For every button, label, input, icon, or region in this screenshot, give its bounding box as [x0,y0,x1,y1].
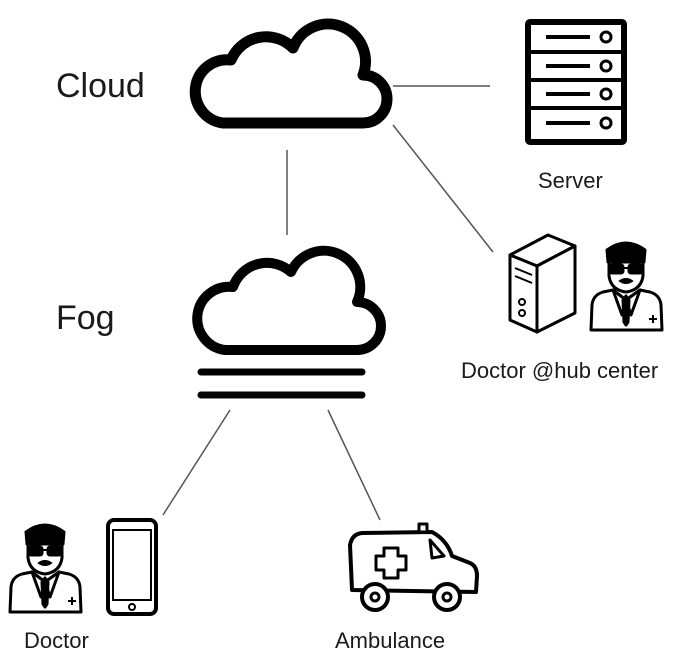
cloud-label: Cloud [56,67,145,105]
fog-label: Fog [56,299,115,337]
connectors [162,85,494,521]
server-label: Server [538,168,603,193]
connector-fog-ambulance [327,409,381,521]
cloud-icon [189,18,393,129]
server-rack-icon [525,19,627,145]
connector-cloud-hub [392,124,494,253]
ambulance-label: Ambulance [335,628,446,653]
doctor-label: Doctor [24,628,89,653]
smartphone-icon [106,518,158,616]
ambulance-icon [348,522,479,612]
desktop-tower-icon [508,233,577,334]
doctor-hub-icon [589,241,664,332]
doctor-icon [8,523,83,614]
fog-icon [192,245,386,399]
connector-fog-doctor [162,409,231,516]
doctor-hub-label: Doctor @hub center [461,358,659,383]
